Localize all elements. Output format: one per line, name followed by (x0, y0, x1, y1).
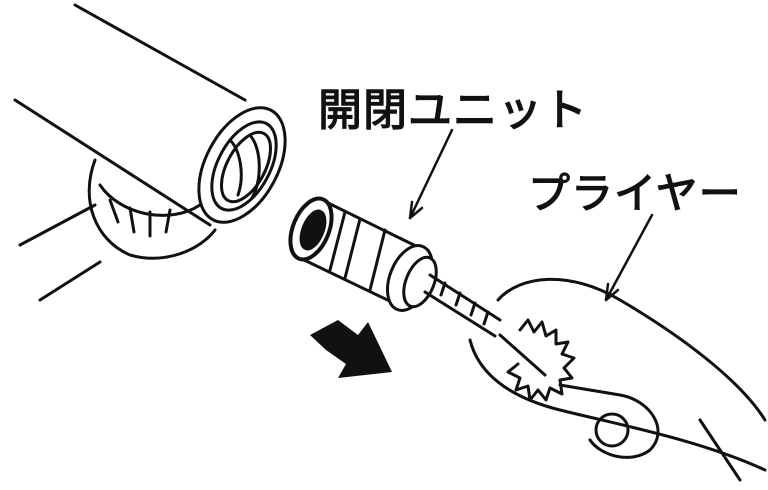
leader-lines (408, 128, 654, 302)
open-close-unit-label: 開閉ユニット (318, 85, 588, 136)
pull-direction-arrow (310, 320, 392, 378)
pliers (468, 277, 767, 482)
open-close-unit (288, 196, 502, 338)
faucet-base (18, 158, 217, 302)
pliers-label: プライヤー (528, 169, 742, 218)
faucet-pipe (13, 3, 287, 227)
